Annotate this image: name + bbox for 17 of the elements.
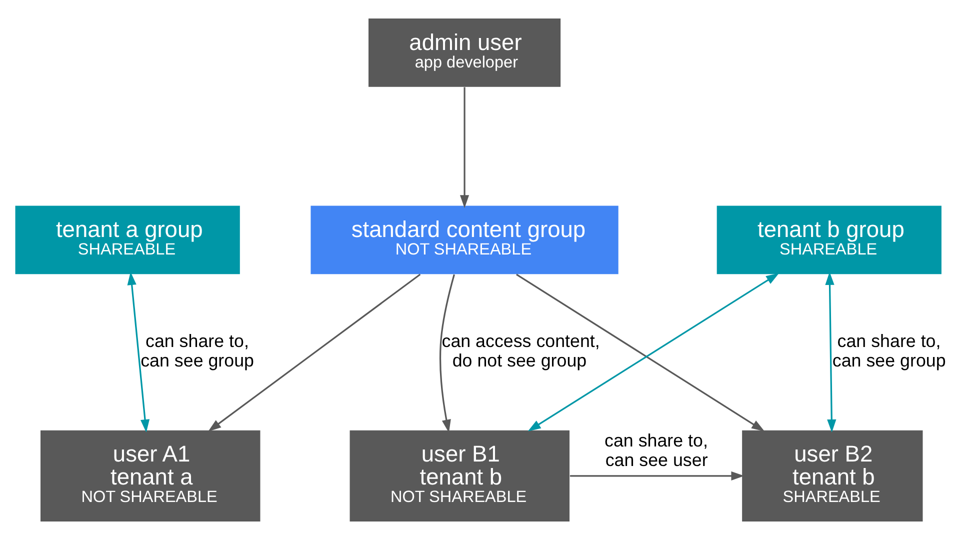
arrow	[460, 87, 470, 208]
arrow	[440, 274, 455, 433]
node-box: tenant a group SHAREABLE	[15, 206, 240, 274]
arrow	[208, 274, 421, 432]
arrow	[825, 272, 836, 433]
edge-label: can share to, can see group	[832, 330, 946, 371]
edge-label: can share to, can see group	[140, 330, 254, 371]
edge-label: can share to, can see user	[604, 430, 708, 470]
node-box: standard content group NOT SHAREABLE	[310, 206, 618, 274]
node-box: user A1 tenant a NOT SHAREABLE	[40, 430, 260, 522]
node-box: admin user app developer	[368, 18, 561, 87]
node-box: tenant b group SHAREABLE	[716, 206, 942, 274]
node-box: user B1 tenant b NOT SHAREABLE	[350, 430, 570, 522]
arrow	[570, 471, 744, 480]
edge-label: can access content, do not see group	[442, 330, 600, 371]
node-box: user B2 tenant b SHAREABLE	[742, 430, 923, 522]
arrow	[127, 272, 150, 433]
